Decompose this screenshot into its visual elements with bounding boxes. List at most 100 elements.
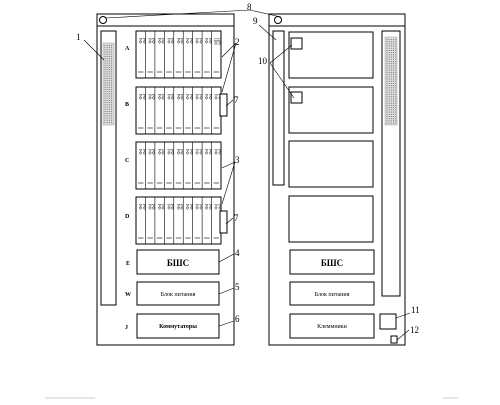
rack-c-module-label: РФ — [151, 149, 156, 155]
rack-a-frame — [135, 30, 222, 79]
rack-a-module-label: РФ — [147, 38, 152, 44]
right-power-box — [289, 281, 375, 306]
right-cabinet: БШС Блок питания Клеммники — [268, 13, 406, 346]
rack-d-module-label: РФ — [138, 204, 143, 210]
right-bsh-label: БШС — [321, 258, 343, 268]
rack-a-module-label: РФ — [176, 38, 181, 44]
rack-a-module-label: РФ — [195, 38, 200, 44]
rack-c-module-label: РФ — [180, 149, 185, 155]
rack-c-module-label: РФ — [161, 149, 166, 155]
rack-d-module-label: РФ — [195, 204, 200, 210]
leader-lines — [83, 9, 411, 341]
callout-12: 12 — [410, 325, 419, 335]
rack-b-module-label: РФ — [198, 94, 203, 100]
rack-a-module-label: ЦМ — [214, 38, 219, 45]
rack-b-module-label: РФ — [208, 94, 213, 100]
rack-d-frame — [135, 196, 222, 245]
row-label-j: J — [125, 325, 128, 331]
rack-b-frame — [135, 86, 222, 135]
rack-c-module-label: РФ — [204, 149, 209, 155]
rack-d-module-label: РФ — [161, 204, 166, 210]
rack-b-module-label: РФ — [180, 94, 185, 100]
right-vent-strip — [381, 30, 401, 297]
rack-a-module-label: РФ — [151, 38, 156, 44]
right-panel-2 — [288, 86, 374, 134]
right-component-12 — [390, 335, 398, 344]
rack-a-module-label: ЦМ — [217, 38, 222, 45]
rack-d-module-label: РФ — [217, 204, 222, 210]
rack-b-module-label: РФ — [189, 94, 194, 100]
callout-9: 9 — [253, 16, 258, 26]
right-panel-2-square — [290, 91, 303, 104]
row-label-a: A — [125, 46, 130, 52]
rack-a-module-label: РФ — [189, 38, 194, 44]
rack-c-module-label: РФ — [185, 149, 190, 155]
rack-d-module-label: РФ — [185, 204, 190, 210]
left-switch-box — [136, 313, 220, 339]
rack-b-module-label: РФ — [166, 94, 171, 100]
callout-7b: 7 — [234, 213, 239, 223]
right-panel-3 — [288, 140, 374, 188]
rack-c-module-label: РФ — [166, 149, 171, 155]
left-cabinet-frame — [96, 13, 235, 346]
rack-c-module-label: РФ — [176, 149, 181, 155]
right-bsh-box — [289, 249, 375, 275]
right-power-label: Блок питания — [315, 292, 350, 298]
rack-d-module-label: РФ — [176, 204, 181, 210]
vent-perforation — [386, 39, 397, 124]
callout-7a: 7 — [234, 95, 239, 105]
rack-d-module-label: РФ — [180, 204, 185, 210]
rack-b-module-label: РФ — [195, 94, 200, 100]
callout-6: 6 — [235, 314, 240, 324]
rack-b-module-label: РФ — [142, 94, 147, 100]
callout-11: 11 — [411, 305, 420, 315]
row-label-e: E — [126, 261, 130, 267]
rack-c-module-label: РФ — [198, 149, 203, 155]
rack-a-module-label: РФ — [185, 38, 190, 44]
row-label-w: W — [125, 292, 131, 298]
callout-4: 4 — [235, 248, 240, 258]
rack-c-module-label: РФ — [157, 149, 162, 155]
rack-d-module-label: РФ — [157, 204, 162, 210]
callout-2: 2 — [235, 37, 240, 47]
rack-b-module-label: РФ — [157, 94, 162, 100]
rack-b-module-label: РФ — [214, 94, 219, 100]
right-cabinet-frame — [268, 13, 406, 346]
left-cabinet-eye-icon — [99, 16, 107, 24]
rack-c-module-label: РФ — [208, 149, 213, 155]
rack-c-module-label: РФ — [147, 149, 152, 155]
callout-3: 3 — [235, 155, 240, 165]
right-panel-4 — [288, 195, 374, 243]
rack-b-module-label: РФ — [176, 94, 181, 100]
rack-c-module-label: РФ — [142, 149, 147, 155]
right-panel-1-square — [290, 37, 303, 50]
left-slot-upper — [219, 93, 228, 117]
rack-a-module-label: РФ — [170, 38, 175, 44]
rack-d-module-label: РФ — [208, 204, 213, 210]
rack-a-module-label: РФ — [161, 38, 166, 44]
rack-c-module-label: РФ — [214, 149, 219, 155]
rack-a-module-label: РФ — [166, 38, 171, 44]
right-panel-1 — [288, 31, 374, 79]
rack-c-module-label: РФ — [170, 149, 175, 155]
left-vent-grille — [102, 42, 115, 126]
row-label-c: C — [125, 158, 129, 164]
rack-c-module-label: РФ — [217, 149, 222, 155]
right-terminal-box — [289, 313, 375, 339]
right-cabinet-eye-icon — [274, 16, 282, 24]
callout-1: 1 — [76, 32, 81, 42]
rack-d-module-label: РФ — [151, 204, 156, 210]
rack-b-module-label: РФ — [151, 94, 156, 100]
rack-a-module-label: РФ — [208, 38, 213, 44]
left-power-box — [136, 281, 220, 306]
rack-b-module-label: РФ — [185, 94, 190, 100]
rack-b-module-label: РФ — [204, 94, 209, 100]
rack-c-module-label: РФ — [138, 149, 143, 155]
rack-b-module-label: РФ — [161, 94, 166, 100]
rack-c-module-label: РФ — [195, 149, 200, 155]
rack-d-module-label: РФ — [147, 204, 152, 210]
